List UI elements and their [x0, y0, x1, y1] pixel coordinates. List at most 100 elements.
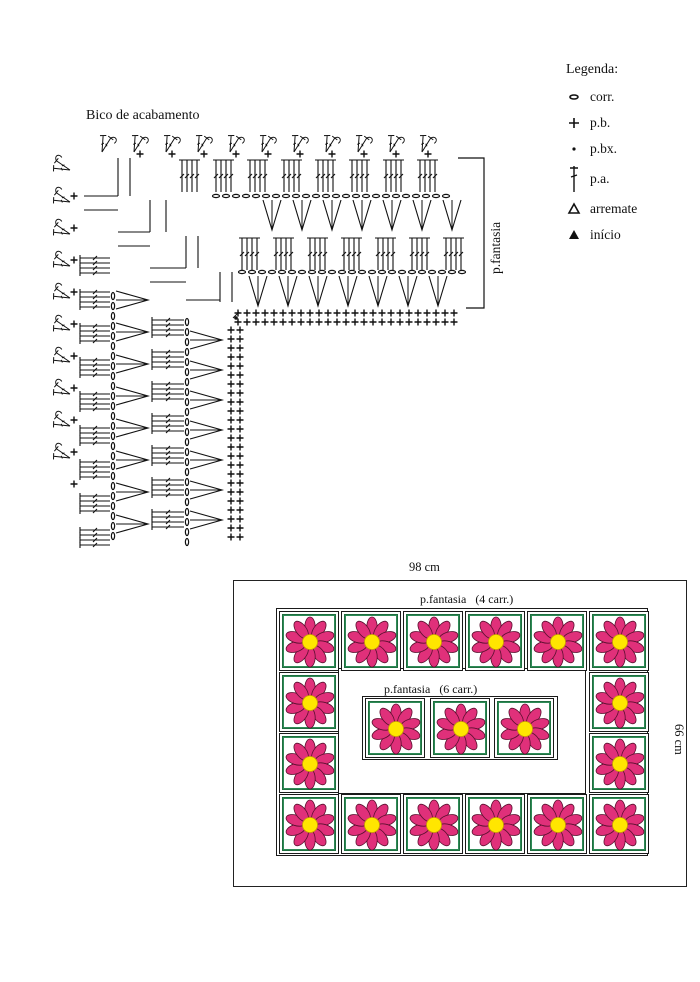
single-crochet-mark [236, 533, 244, 541]
double-crochet-mark [291, 159, 297, 192]
chain-mark [184, 507, 190, 517]
single-crochet-mark [333, 309, 341, 317]
chain-mark [387, 269, 397, 275]
picot-stroke [206, 136, 213, 144]
single-crochet-mark [432, 309, 440, 317]
chain-mark [331, 193, 341, 199]
chain-mark [401, 193, 411, 199]
square-frame-inner [406, 614, 460, 668]
outer-fantasia-name: p.fantasia [420, 592, 467, 606]
square-frame-inner [344, 614, 398, 668]
single-crochet-mark [227, 389, 235, 397]
single-crochet-mark [236, 362, 244, 370]
double-crochet-mark [151, 364, 184, 370]
single-crochet-mark [243, 309, 251, 317]
single-crochet-mark [236, 371, 244, 379]
single-crochet-mark [227, 452, 235, 460]
flower-square [494, 698, 554, 758]
single-crochet-icon [569, 118, 579, 128]
single-crochet-mark [297, 309, 305, 317]
picot-stroke [323, 135, 338, 153]
double-crochet-mark [151, 423, 184, 429]
flower-square [341, 611, 401, 671]
double-crochet-mark [79, 255, 110, 261]
chain-mark [110, 441, 116, 451]
chain-mark [221, 193, 231, 199]
single-crochet-mark [232, 150, 240, 158]
flower-icon [436, 703, 486, 755]
double-crochet-mark [151, 428, 184, 434]
single-crochet-mark [227, 425, 235, 433]
double-crochet-mark [151, 482, 184, 488]
double-crochet-mark [213, 159, 219, 192]
double-crochet-mark [79, 391, 110, 397]
double-crochet-mark [286, 159, 292, 192]
double-crochet-mark [458, 237, 464, 270]
chain-mark [361, 193, 371, 199]
single-crochet-mark [252, 309, 260, 317]
single-crochet-mark [70, 480, 78, 488]
flower-square [341, 794, 401, 854]
single-crochet-mark [236, 389, 244, 397]
chain-mark [311, 193, 321, 199]
single-crochet-mark [136, 150, 144, 158]
double-crochet-mark [189, 159, 195, 192]
chain-mark [417, 269, 427, 275]
single-crochet-mark [70, 192, 78, 200]
double-crochet-mark [247, 159, 253, 192]
double-crochet-mark [151, 524, 184, 530]
double-crochet-mark [151, 509, 184, 515]
single-crochet-mark [70, 352, 78, 360]
slip-stitch-icon [572, 147, 576, 151]
picot-stroke [110, 136, 117, 144]
single-crochet-mark [236, 506, 244, 514]
square-frame-inner [592, 614, 646, 668]
picot-edge-mark [323, 135, 341, 153]
flower-square [279, 794, 339, 854]
picot-edge-mark [53, 218, 71, 236]
picot-edge-mark [53, 186, 71, 204]
double-crochet-mark [151, 519, 184, 525]
single-crochet-mark [70, 256, 78, 264]
legend-item-pa: p.a. [566, 162, 686, 196]
flower-icon [595, 616, 645, 668]
picot-edge-mark [53, 442, 71, 460]
chain-mark [110, 451, 116, 461]
single-crochet-mark [227, 488, 235, 496]
chain-mark [251, 193, 261, 199]
single-crochet-mark [328, 150, 336, 158]
single-crochet-mark [227, 506, 235, 514]
chain-mark [184, 527, 190, 537]
picot-stroke [53, 381, 71, 396]
square-frame-inner [433, 701, 487, 755]
single-crochet-mark [441, 309, 449, 317]
chain-mark [184, 317, 190, 327]
legend-item-pbx: p.bx. [566, 136, 686, 162]
flower-square [279, 733, 339, 793]
single-crochet-mark [261, 318, 269, 326]
double-crochet-mark [151, 460, 184, 466]
double-crochet-mark [443, 237, 449, 270]
chart-title: Bico de acabamento [86, 108, 200, 123]
picot-edge-mark [53, 378, 71, 396]
chain-mark [110, 401, 116, 411]
chain-mark [357, 269, 367, 275]
double-crochet-mark [390, 237, 396, 270]
legend-label: início [590, 227, 621, 242]
chain-mark [241, 193, 251, 199]
single-crochet-mark [405, 309, 413, 317]
picot-edge-mark [99, 135, 117, 153]
chain-mark [110, 411, 116, 421]
chain-mark [347, 269, 357, 275]
single-crochet-mark [378, 309, 386, 317]
picot-stroke [99, 135, 114, 153]
chain-mark [184, 387, 190, 397]
single-crochet-mark [70, 224, 78, 232]
flower-icon [595, 738, 645, 790]
picot-edge-mark [419, 135, 437, 153]
double-crochet-mark [179, 159, 185, 192]
double-crochet-mark [79, 289, 110, 295]
chain-mark [184, 437, 190, 447]
square-frame-inner [368, 701, 422, 755]
double-crochet-mark [359, 159, 365, 192]
